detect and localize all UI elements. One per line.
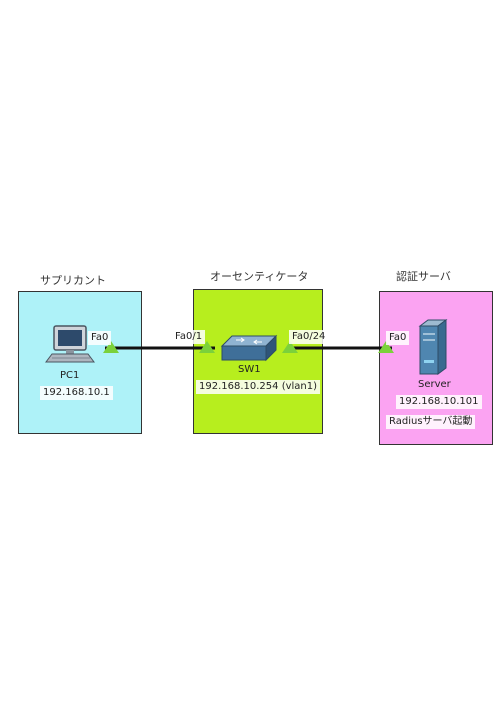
server-icon[interactable] <box>418 319 448 375</box>
switch-port-left-label: Fa0/1 <box>172 330 206 344</box>
zone-title-supplicant: サプリカント <box>40 274 106 287</box>
pc-icon[interactable] <box>45 325 95 363</box>
port-indicator-sw-fa0-1 <box>199 341 215 353</box>
port-indicator-sw-fa0-24 <box>282 341 298 353</box>
port-indicator-pc-fa0 <box>103 341 119 353</box>
zone-title-auth-server: 認証サーバ <box>396 270 451 283</box>
server-ip: 192.168.10.101 <box>396 395 482 409</box>
pc-port-label: Fa0 <box>88 331 112 345</box>
switch-name: SW1 <box>238 364 261 375</box>
zone-title-authenticator: オーセンティケータ <box>210 270 309 283</box>
switch-ip: 192.168.10.254 (vlan1) <box>196 380 321 394</box>
server-name: Server <box>418 379 451 390</box>
server-note: Radiusサーバ起動 <box>386 415 476 429</box>
port-indicator-server-fa0 <box>378 341 394 353</box>
server-port-label: Fa0 <box>386 331 410 345</box>
pc-ip: 192.168.10.1 <box>40 386 113 400</box>
switch-icon[interactable] <box>220 334 278 362</box>
switch-port-right-label: Fa0/24 <box>289 330 329 344</box>
pc-name: PC1 <box>60 370 80 381</box>
zone-authenticator <box>193 289 323 434</box>
